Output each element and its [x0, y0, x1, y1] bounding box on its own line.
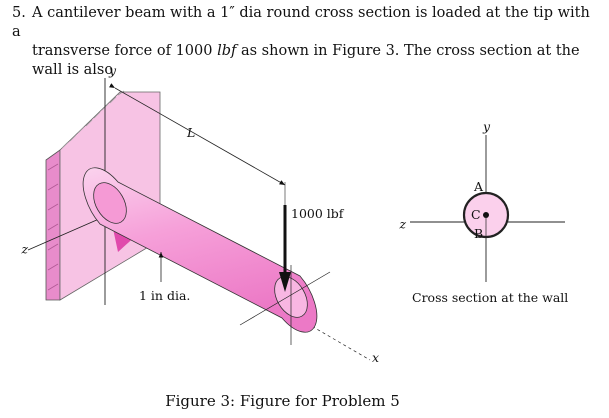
wall-side-hatch [47, 163, 59, 291]
beam-body [82, 167, 318, 333]
unit-lbf: lbf [217, 43, 237, 59]
force-arrow [279, 205, 291, 292]
label-point-B: B [474, 226, 483, 241]
label-z-section: z [399, 219, 407, 234]
figure-caption: Figure 3: Figure for Problem 5 [165, 392, 400, 410]
beam-root-end [93, 182, 127, 224]
problem-line-2: transverse force of 1000 lbf as shown in… [32, 43, 580, 78]
label-y-section: y [482, 119, 491, 134]
problem-line-1: A cantilever beam with a 1″ dia round cr… [12, 5, 590, 40]
label-point-A: A [473, 179, 484, 194]
beam [82, 167, 318, 333]
label-point-C: C [471, 207, 481, 222]
problem-text: 5.A cantilever beam with a 1″ dia round … [12, 4, 602, 80]
label-force: 1000 lbf [291, 206, 345, 221]
label-z-beam: z [21, 244, 29, 259]
problem-number: 5. [12, 5, 26, 21]
label-diameter: 1 in dia. [139, 288, 190, 303]
label-L: L [186, 125, 195, 140]
wall-side [45, 149, 61, 301]
label-y-beam: y [108, 63, 117, 78]
tip-axes [239, 265, 331, 345]
label-section: Cross section at the wall [412, 290, 568, 305]
label-x-beam: x [372, 350, 379, 365]
cross-section [410, 135, 565, 282]
